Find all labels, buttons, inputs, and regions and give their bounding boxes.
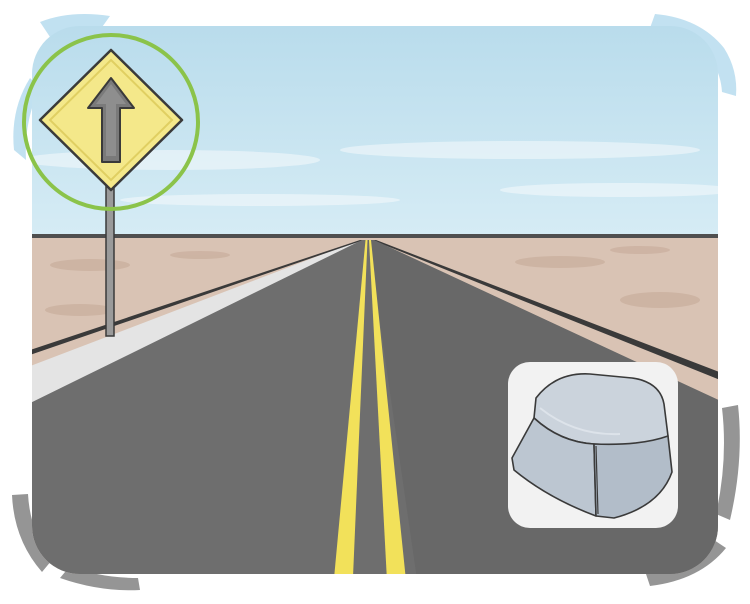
center-line-left	[332, 240, 368, 574]
key-inset-card	[508, 362, 678, 528]
center-line-right	[369, 240, 408, 574]
road-sign	[38, 48, 184, 192]
horizon-line	[32, 234, 718, 238]
straight-ahead-arrow-icon	[87, 77, 135, 163]
blank-keyboard-key-icon	[511, 373, 673, 519]
road-edge-right	[372, 240, 718, 388]
sign-highlight-ring	[22, 33, 200, 211]
